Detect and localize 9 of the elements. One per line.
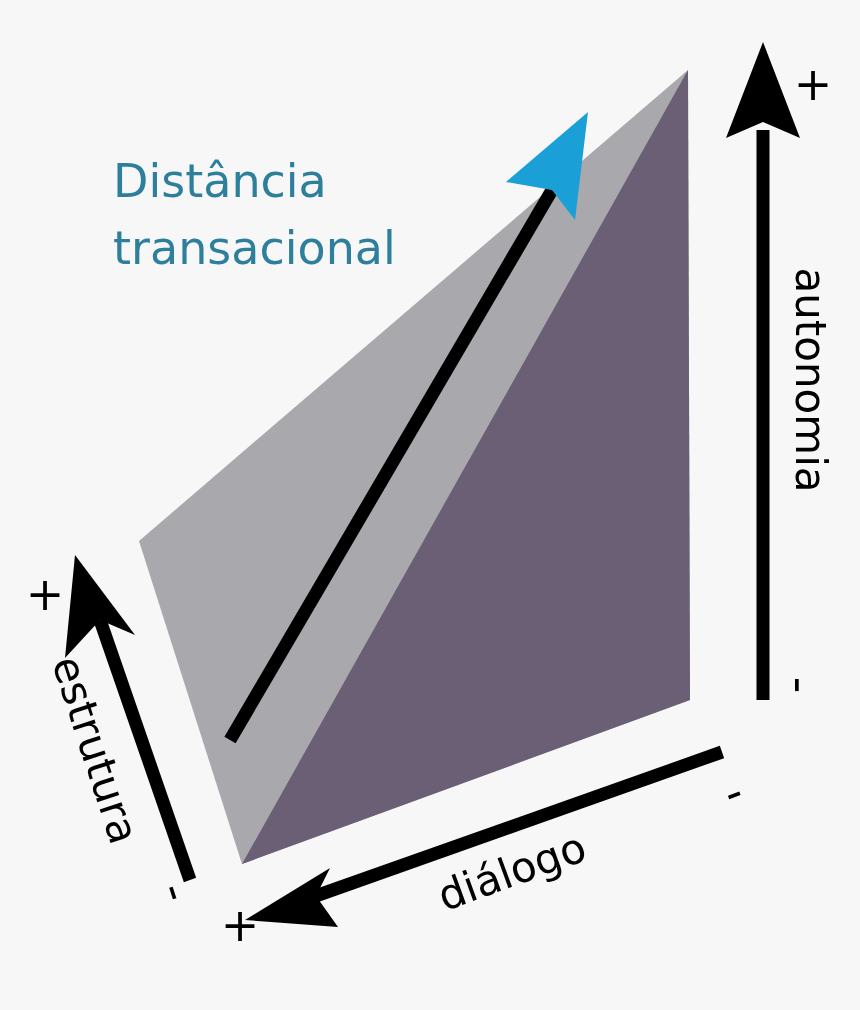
minus-sign: -	[151, 877, 201, 907]
axis-title: Distância transacional	[113, 153, 397, 277]
minus-sign: -	[717, 767, 749, 817]
plus-sign: +	[220, 902, 260, 948]
axis-label: autonomia	[789, 267, 831, 493]
axis-label: diálogo	[432, 825, 592, 919]
plus-sign: +	[25, 571, 65, 617]
minus-sign: -	[777, 676, 823, 694]
plus-sign: +	[793, 61, 833, 107]
